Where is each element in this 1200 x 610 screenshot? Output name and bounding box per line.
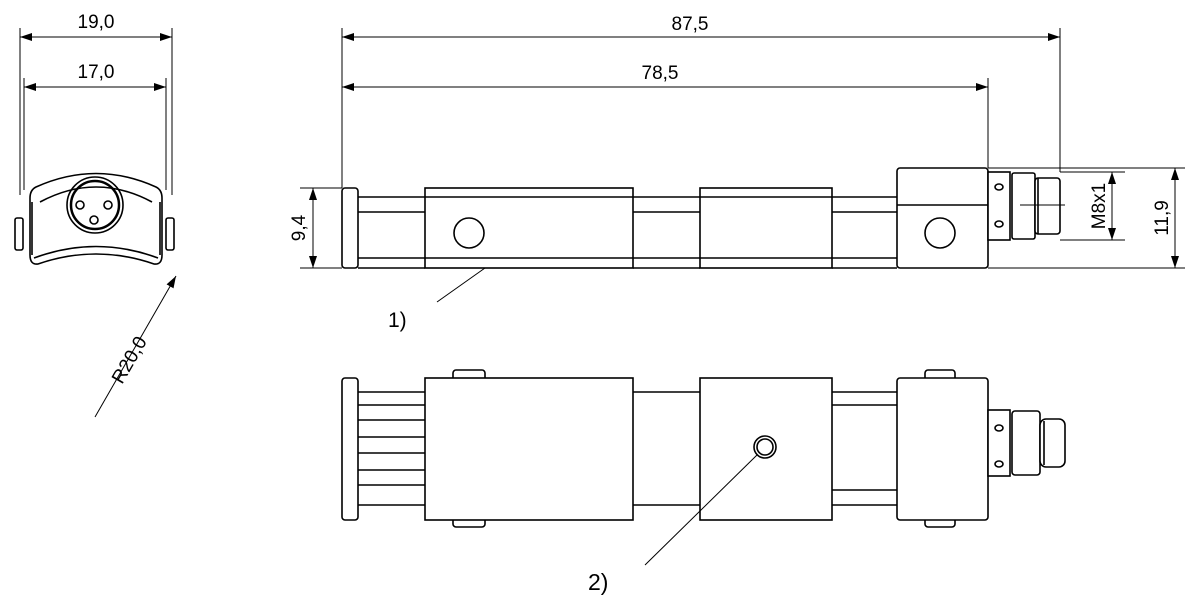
callout-1-leader (436, 267, 486, 303)
end-cap (341, 377, 359, 521)
connector-inner-ring (69, 179, 121, 231)
mounting-hole (453, 217, 485, 249)
connector-pin (75, 200, 85, 210)
dim-inner-width-label: 17,0 (78, 62, 115, 83)
side-tab-left (14, 217, 24, 251)
connector-nut (1011, 172, 1036, 240)
connector-nut (1011, 410, 1041, 476)
dim-thread-label: M8x1 (1089, 183, 1110, 229)
housing-edge (33, 245, 159, 259)
connector-pin (89, 215, 99, 225)
connector-thread (1034, 177, 1061, 235)
sensor-head (896, 377, 989, 521)
slider-block-2 (699, 187, 833, 269)
callout-1-label: 1) (388, 309, 407, 332)
slider-block-1 (424, 377, 634, 521)
end-cap (341, 187, 359, 269)
callout-2-label: 2) (588, 569, 608, 595)
radius-leader (94, 275, 177, 418)
connector-thread (1039, 418, 1066, 468)
dim-total-height-label: 11,9 (1152, 200, 1173, 236)
connector-outer-ring (66, 176, 124, 234)
connector-plate (987, 409, 1011, 477)
dim-outer-width-label: 19,0 (78, 12, 115, 33)
housing-edge (39, 186, 153, 203)
dim-body-length-label: 78,5 (642, 63, 679, 84)
top-view: 2) (341, 369, 1066, 595)
housing-profile (29, 172, 163, 265)
dim-total-length-label: 87,5 (672, 14, 709, 35)
dim-height-label: 9,4 (289, 214, 310, 241)
callout-2-leader (644, 454, 758, 566)
front-view: 19,0 17,0 R20,0 (14, 12, 177, 418)
slider-block-2 (699, 377, 833, 521)
adjustment-hole (753, 435, 777, 459)
slider-block-1 (424, 187, 634, 269)
dim-radius-label: R20,0 (108, 333, 152, 387)
connector-pin (103, 200, 113, 210)
connector-plate (987, 171, 1011, 241)
side-view: 87,5 78,5 9,4 (289, 14, 1185, 332)
mounting-hole (924, 217, 956, 249)
side-tab-right (165, 217, 175, 251)
